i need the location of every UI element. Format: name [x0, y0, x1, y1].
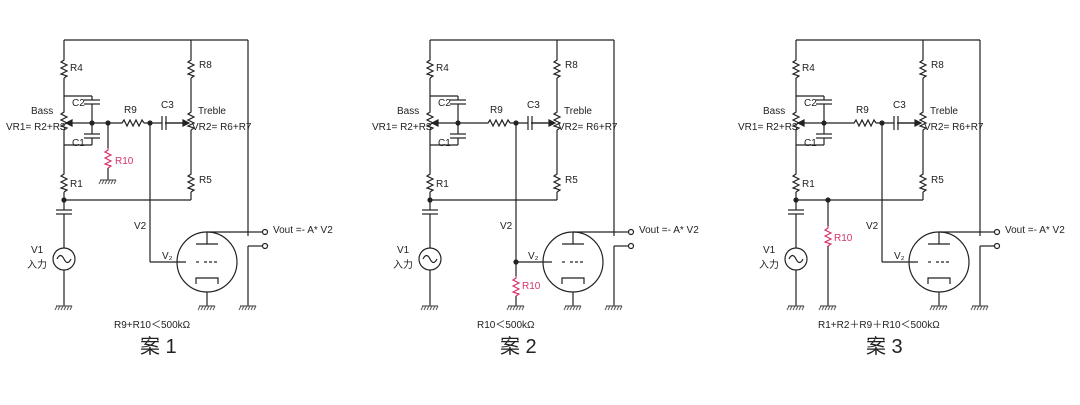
- label-treble: Treble: [930, 106, 958, 117]
- case-3-condition: R1+R2＋R9＋R10＜500kΩ: [818, 320, 940, 331]
- labels-case-1: R4 R8 C2 C1 R9 C3 Bass VR1= R2+R3 Treble…: [6, 60, 333, 358]
- label-input: 入力: [759, 258, 779, 271]
- label-vout: Vout =- A* V2: [639, 225, 699, 236]
- label-vr1: VR1= R2+R3: [6, 122, 66, 133]
- label-r10: R10: [834, 233, 853, 244]
- label-vr2: VR2= R6+R7: [924, 122, 984, 133]
- label-r1: R1: [436, 179, 449, 190]
- label-r10: R10: [115, 156, 134, 167]
- label-vr2: VR2= R6+R7: [192, 122, 252, 133]
- label-r10: R10: [522, 281, 541, 292]
- label-bass: Bass: [31, 106, 53, 117]
- label-vout: Vout =- A* V2: [273, 225, 333, 236]
- labels-case-3: R4 R8 C2 C1 R9 C3 Bass VR1= R2+R3 Treble…: [738, 60, 1065, 358]
- circuit-case-1: [52, 39, 269, 311]
- label-v2-tube: V₂: [528, 251, 539, 262]
- label-r9: R9: [490, 105, 503, 116]
- label-v1: V1: [763, 245, 776, 256]
- label-c1: C1: [804, 138, 817, 149]
- label-c1: C1: [72, 138, 85, 149]
- label-r4: R4: [802, 63, 815, 74]
- label-c3: C3: [893, 100, 906, 111]
- circuit-case-2: [418, 39, 635, 311]
- case-3-title: 案 3: [866, 335, 903, 358]
- label-v2-tube: V₂: [894, 251, 905, 262]
- labels-case-2: R4 R8 C2 C1 R9 C3 Bass VR1= R2+R3 Treble…: [372, 60, 699, 358]
- label-r9: R9: [124, 105, 137, 116]
- label-vout: Vout =- A* V2: [1005, 225, 1065, 236]
- label-r5: R5: [199, 175, 212, 186]
- label-input: 入力: [27, 258, 47, 271]
- label-bass: Bass: [397, 106, 419, 117]
- case-2-title: 案 2: [500, 335, 537, 358]
- label-v1: V1: [397, 245, 410, 256]
- label-r1: R1: [802, 179, 815, 190]
- label-r8: R8: [565, 60, 578, 71]
- label-v2: V2: [866, 221, 879, 232]
- label-r4: R4: [70, 63, 83, 74]
- case-2-condition: R10＜500kΩ: [477, 320, 535, 331]
- label-bass: Bass: [763, 106, 785, 117]
- label-vr2: VR2= R6+R7: [558, 122, 618, 133]
- label-r1: R1: [70, 179, 83, 190]
- label-r9: R9: [856, 105, 869, 116]
- label-vr1: VR1= R2+R3: [738, 122, 798, 133]
- label-c3: C3: [161, 100, 174, 111]
- label-r8: R8: [199, 60, 212, 71]
- label-c2: C2: [804, 98, 817, 109]
- label-c1: C1: [438, 138, 451, 149]
- label-vr1: VR1= R2+R3: [372, 122, 432, 133]
- label-r4: R4: [436, 63, 449, 74]
- case-1-title: 案 1: [140, 335, 177, 358]
- label-r8: R8: [931, 60, 944, 71]
- label-c2: C2: [438, 98, 451, 109]
- label-r5: R5: [931, 175, 944, 186]
- label-c2: C2: [72, 98, 85, 109]
- case-1-condition: R9+R10＜500kΩ: [114, 320, 191, 331]
- label-treble: Treble: [564, 106, 592, 117]
- label-v2-tube: V₂: [162, 251, 173, 262]
- circuit-case-3: [784, 39, 1001, 311]
- label-v2: V2: [134, 221, 147, 232]
- label-v1: V1: [31, 245, 44, 256]
- label-treble: Treble: [198, 106, 226, 117]
- label-input: 入力: [393, 258, 413, 271]
- label-v2: V2: [500, 221, 513, 232]
- label-c3: C3: [527, 100, 540, 111]
- label-r5: R5: [565, 175, 578, 186]
